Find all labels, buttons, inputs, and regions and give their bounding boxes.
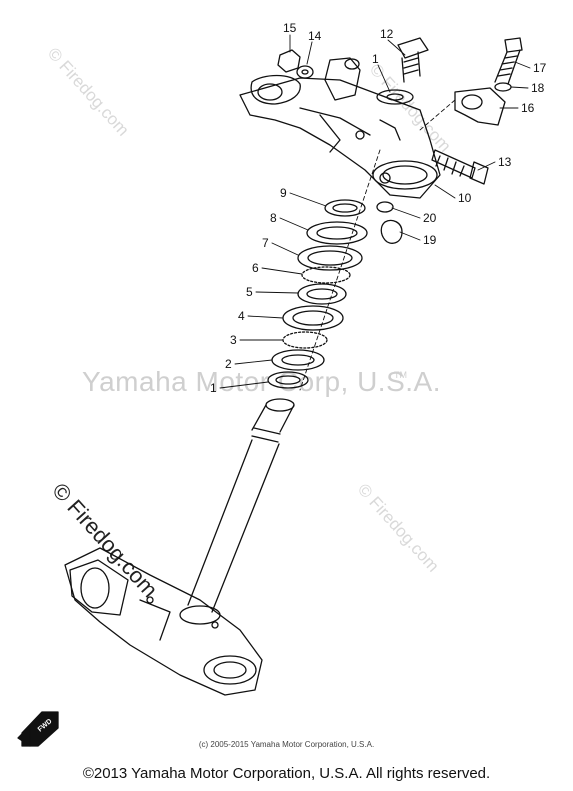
part-3-ball-race bbox=[282, 331, 328, 349]
callout-2: 2 bbox=[225, 357, 232, 371]
callout-4: 4 bbox=[238, 309, 245, 323]
part-2-race bbox=[271, 349, 325, 371]
part-4-race bbox=[282, 305, 344, 331]
part-17-bolt bbox=[494, 37, 523, 85]
watermark-yamaha: Yamaha Motor Corp, U.S.A. bbox=[82, 366, 441, 397]
part-6-ball-race bbox=[301, 266, 351, 284]
part-13-bolt bbox=[431, 149, 489, 185]
part-18-washer bbox=[494, 82, 512, 92]
part-12-bolt bbox=[397, 37, 429, 83]
upper-bracket bbox=[239, 57, 441, 199]
callout-16: 16 bbox=[521, 101, 535, 115]
callout-15: 15 bbox=[283, 21, 297, 35]
callout-13: 13 bbox=[498, 155, 512, 169]
callout-6: 6 bbox=[252, 261, 259, 275]
callout-11: 1 bbox=[372, 52, 379, 66]
callout-8: 8 bbox=[270, 211, 277, 225]
part-15-nut bbox=[277, 49, 301, 73]
callout-20: 20 bbox=[423, 211, 437, 225]
small-copyright: (c) 2005-2015 Yamaha Motor Corporation, … bbox=[198, 740, 375, 749]
watermark-tm: TM bbox=[394, 370, 407, 380]
part-14-washer bbox=[296, 65, 314, 79]
steering-stem bbox=[187, 398, 295, 613]
callout-10: 10 bbox=[458, 191, 472, 205]
part-20-washer bbox=[376, 201, 394, 213]
callout-9: 9 bbox=[280, 186, 287, 200]
callout-12: 12 bbox=[380, 27, 394, 41]
part-9-ring-nut bbox=[324, 199, 366, 217]
callout-5: 5 bbox=[246, 285, 253, 299]
callout-3: 3 bbox=[230, 333, 237, 347]
part-16-clamp bbox=[454, 87, 506, 126]
part-19-cap bbox=[380, 219, 403, 244]
callout-18: 18 bbox=[531, 81, 545, 95]
lower-bracket bbox=[64, 547, 263, 696]
callout-labels: 15 14 12 1 17 18 16 13 10 20 19 9 8 7 6 … bbox=[210, 21, 547, 395]
part-11-washer bbox=[376, 89, 414, 105]
callout-14: 14 bbox=[308, 29, 322, 43]
part-7-cover bbox=[297, 245, 363, 271]
footer-copyright: ©2013 Yamaha Motor Corporation, U.S.A. A… bbox=[82, 765, 491, 782]
part-5-bearing bbox=[297, 283, 347, 305]
leader-lines bbox=[219, 34, 531, 389]
callout-1: 1 bbox=[210, 381, 217, 395]
part-8-washer bbox=[306, 221, 368, 245]
fwd-arrow-icon bbox=[17, 711, 59, 747]
part-1-seal bbox=[267, 371, 309, 389]
callout-17: 17 bbox=[533, 61, 547, 75]
callout-19: 19 bbox=[423, 233, 437, 247]
callout-7: 7 bbox=[262, 236, 269, 250]
